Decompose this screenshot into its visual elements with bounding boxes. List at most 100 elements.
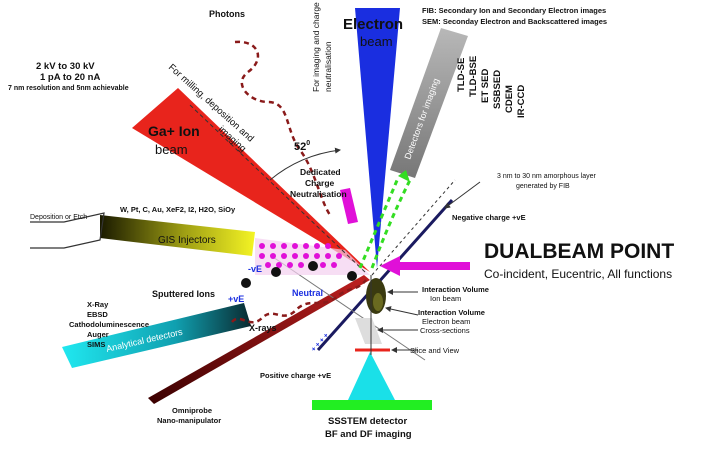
neutral-dot (314, 253, 320, 259)
neutral-dot (292, 253, 298, 259)
charge-neut-1: Dedicated (300, 167, 341, 177)
interaction-ion-1: Interaction Volume (422, 285, 489, 294)
electron-beam (355, 8, 400, 268)
detector-4: SSBSED (492, 70, 503, 109)
electron-beam-label-2: beam (360, 34, 393, 49)
interaction-electron-2: Electron beam (422, 317, 470, 326)
gis-injectors-label: GIS Injectors (158, 235, 216, 246)
gis-elements: W, Pt, C, Au, XeF2, I2, H2O, SiOy (120, 205, 236, 214)
dualbeam-title: DUALBEAM POINT (484, 240, 674, 263)
dualbeam-subtitle: Co-incident, Eucentric, All functions (484, 267, 672, 281)
stem-detector (312, 400, 432, 410)
neutral-dot (292, 243, 298, 249)
ga-ion-label-2: beam (155, 142, 188, 157)
photons-label: Photons (209, 9, 245, 19)
amorphous-2: generated by FIB (516, 183, 570, 190)
charge-neut-3: Neutralisation (290, 189, 347, 199)
neutral-dot (298, 262, 304, 268)
stem-detector-2: BF and DF imaging (325, 429, 412, 440)
detector-imaging-bar (390, 28, 468, 178)
positive-charge: Positive charge +vE (260, 371, 331, 380)
neutral-dot (281, 243, 287, 249)
ga-ion-label-1: Ga+ Ion (148, 123, 200, 139)
neutral-dot (325, 243, 331, 249)
interaction-electron-1: Interaction Volume (418, 308, 485, 317)
green-arrowhead (398, 170, 410, 182)
neutral-dot (259, 243, 265, 249)
plus-ve: +vE (228, 294, 244, 304)
amorphous-1: 3 nm to 30 nm amorphous layer (497, 173, 596, 180)
fib-legend: FIB: Secondary Ion and Secondary Electro… (422, 6, 606, 15)
gis-injector (100, 215, 255, 256)
for-imaging-label-2: neutralisation (323, 41, 333, 92)
omniprobe-needle (148, 275, 370, 404)
green-arrow-2 (370, 179, 412, 269)
negative-charge: Negative charge +vE (452, 213, 526, 222)
detector-2: TLD-BSE (468, 56, 479, 97)
neutral-dot (287, 262, 293, 268)
ion-spec-3: 7 nm resolution and 5nm achievable (8, 85, 129, 92)
cross-section-cut (355, 318, 382, 344)
angle-label: 520 (294, 140, 310, 153)
photon-wave (234, 40, 332, 216)
green-arrow-1 (358, 177, 400, 269)
detector-6: IR-CCD (516, 85, 527, 118)
neutral-dot (259, 253, 265, 259)
for-imaging-label-1: For imaging and charge (311, 2, 321, 92)
neutral-dot (270, 253, 276, 259)
neutral-dot (336, 253, 342, 259)
sputtered-particles (241, 261, 357, 288)
xray-wave (231, 279, 367, 324)
neutral-dot (276, 262, 282, 268)
plus-signs: + + + + (310, 332, 330, 353)
electron-beam-label-1: Electron (343, 16, 403, 33)
neutral-dot (303, 243, 309, 249)
sputtered-ions: Sputtered Ions (152, 289, 215, 299)
analytical-detector (62, 303, 251, 368)
neutral-dot (303, 253, 309, 259)
interaction-volume-electron (373, 293, 383, 311)
ion-beam (132, 88, 370, 272)
analytical-3: Cathodoluminescence (69, 320, 149, 329)
leader-interaction-electron (385, 306, 419, 316)
deposition-label: Deposition or Etch (30, 214, 87, 221)
charge-line (371, 179, 456, 276)
cross-sections: Cross-sections (420, 326, 470, 335)
detector-5: CDEM (504, 85, 515, 113)
sample-plane (316, 199, 454, 351)
neutral-dot (281, 253, 287, 259)
analytical-5: SIMS (87, 340, 105, 349)
angle-arc (269, 147, 341, 181)
neutral-dot (320, 262, 326, 268)
analytical-1: X-Ray (87, 300, 109, 309)
stem-detector-1: SSSTEM detector (328, 416, 407, 427)
stem-cone (348, 352, 395, 400)
charge-neut-2: Charge (305, 178, 335, 188)
charge-neutraliser (340, 188, 358, 224)
analytical-4: Auger (87, 330, 109, 339)
neutral-dot (265, 262, 271, 268)
sem-legend: SEM: Seconday Electron and Backscattered… (422, 17, 607, 26)
neutral-dot (314, 243, 320, 249)
detector-3: ET SED (480, 69, 491, 103)
neutral-dots (259, 243, 342, 268)
omniprobe-2: Nano-manipulator (157, 416, 221, 425)
interaction-ion-2: Ion beam (430, 294, 461, 303)
analytical-2: EBSD (87, 310, 108, 319)
ion-spec-1: 2 kV to 30 kV (36, 61, 95, 72)
magenta-arrow (380, 256, 470, 276)
gis-wire (30, 212, 105, 249)
detector-1: TLD-SE (456, 58, 467, 92)
xrays-label: X-rays (249, 323, 277, 333)
neutral-dot (325, 253, 331, 259)
neutral-dot (331, 262, 337, 268)
ion-beam-path (189, 104, 366, 273)
neutral-dot (270, 243, 276, 249)
minus-ve: -vE (248, 264, 262, 274)
leader-amorphous (444, 181, 481, 209)
ion-spec-2: 1 pA to 20 nA (40, 72, 100, 83)
slice-view: Slice and View (410, 346, 460, 355)
omniprobe-1: Omniprobe (172, 406, 212, 415)
